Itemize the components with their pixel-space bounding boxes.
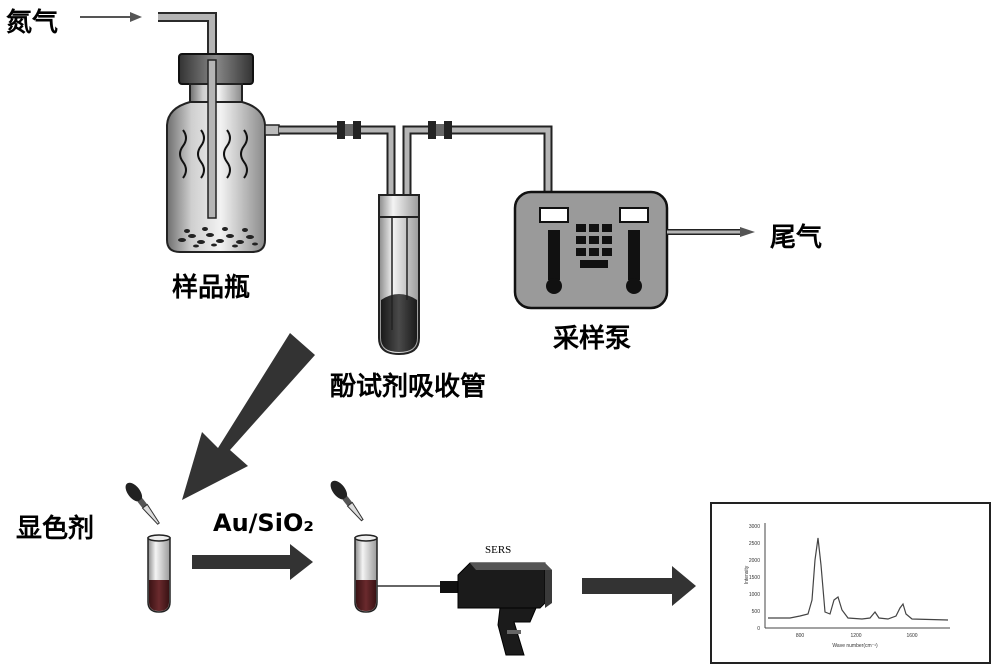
dropper-color-reagent (125, 482, 160, 525)
xtick-label: 1200 (850, 633, 861, 639)
label-nitrogen: 氮气 (6, 8, 59, 38)
pipe-into-tube (361, 125, 428, 200)
xtick-label: 800 (796, 633, 805, 639)
absorption-tube (378, 194, 420, 356)
spectrum-ytick-labels: 3000 2500 2000 1500 1000 500 0 (749, 524, 760, 632)
ytick-label: 1000 (749, 592, 760, 598)
pipe-connector-left (337, 121, 361, 139)
arrow-to-substrate (192, 544, 313, 580)
label-sers: SERS (485, 544, 512, 556)
spectrum-xlabel: Wave number(cm⁻¹) (832, 643, 878, 649)
xtick-label: 1600 (906, 633, 917, 639)
ytick-label: 2500 (749, 541, 760, 547)
nitrogen-arrow (80, 12, 142, 22)
sampling-pump (513, 190, 669, 310)
ytick-label: 3000 (749, 524, 760, 530)
pipe-connector-right (428, 121, 452, 139)
spectrum-panel: 3000 2500 2000 1500 1000 500 0 800 1200 … (710, 502, 991, 664)
label-exhaust: 尾气 (770, 223, 823, 253)
label-sample-bottle: 样品瓶 (172, 273, 251, 303)
ytick-label: 1500 (749, 575, 760, 581)
label-sampling-pump: 采样泵 (553, 324, 632, 354)
sers-probe-line (377, 581, 460, 593)
arrow-to-spectrum (582, 566, 696, 606)
pipe-to-pump (452, 125, 553, 195)
test-tube-2 (354, 534, 378, 613)
spectrum-curve (768, 537, 949, 621)
label-substrate: Au/SiO₂ (213, 509, 314, 537)
ytick-label: 0 (757, 626, 760, 632)
test-tube-1 (147, 534, 171, 613)
ytick-label: 500 (752, 609, 761, 615)
sample-bottle (166, 53, 280, 253)
spectrum-xtick-labels: 800 1200 1600 (796, 633, 918, 639)
label-color-reagent: 显色剂 (16, 514, 95, 544)
dropper-substrate (330, 480, 364, 522)
nitrogen-inlet-pipe (158, 12, 217, 60)
exhaust-arrow (667, 227, 755, 237)
transfer-arrow-diagonal (182, 333, 315, 500)
label-absorption-tube: 酚试剂吸收管 (330, 372, 487, 402)
spectrum-ylabel: Intensity (744, 565, 750, 584)
ytick-label: 2000 (749, 558, 760, 564)
sers-device (457, 562, 552, 656)
